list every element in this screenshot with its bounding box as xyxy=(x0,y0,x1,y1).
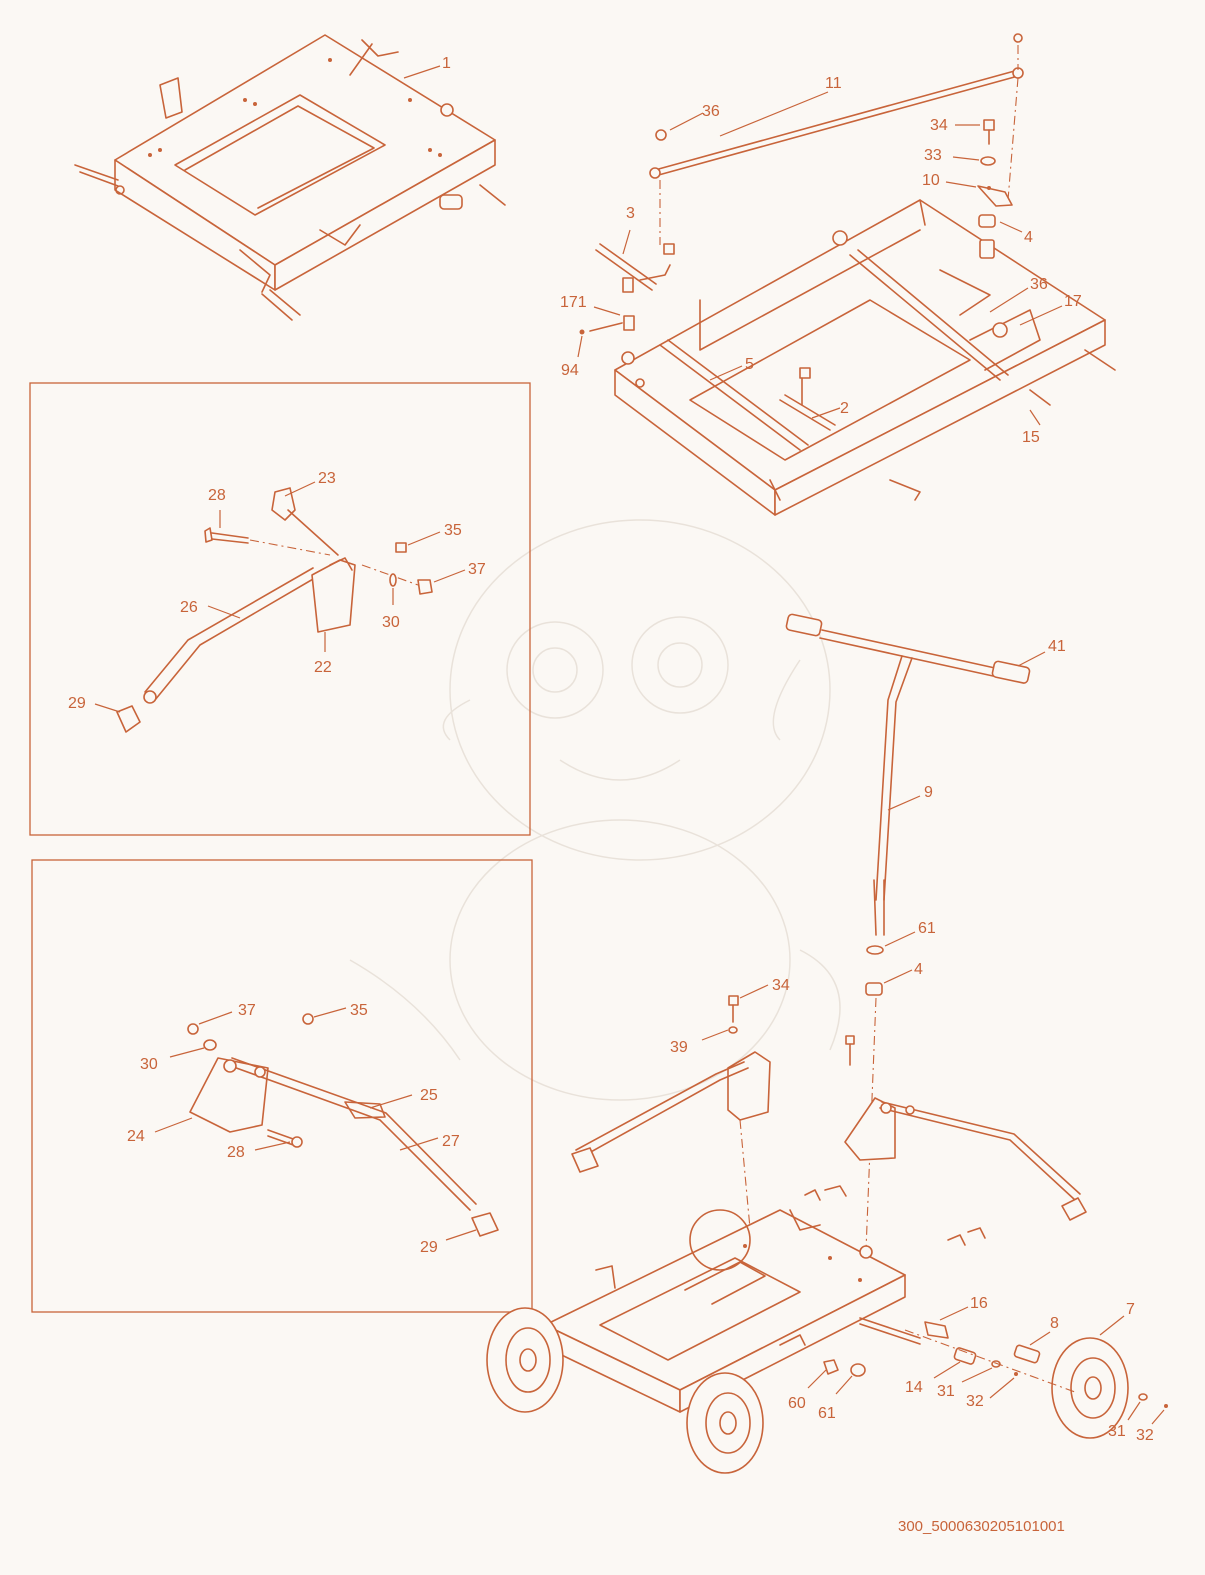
drawing-code: 300_5000630205101001 xyxy=(898,1518,1065,1535)
callout-35a: 35 xyxy=(444,522,462,539)
callout-23: 23 xyxy=(318,470,336,487)
callout-3: 3 xyxy=(626,205,635,222)
callout-60: 60 xyxy=(788,1395,806,1412)
callout-28a: 28 xyxy=(208,487,226,504)
callout-4b: 4 xyxy=(914,961,923,978)
callout-1: 1 xyxy=(442,55,451,72)
callout-2: 2 xyxy=(840,400,849,417)
rod-part-11 xyxy=(649,33,1024,245)
callout-15: 15 xyxy=(1022,429,1040,446)
callout-39: 39 xyxy=(670,1039,688,1056)
callout-94: 94 xyxy=(561,362,579,379)
callout-5: 5 xyxy=(745,356,754,373)
callout-26: 26 xyxy=(180,599,198,616)
pedal-assembly-lower xyxy=(187,1013,499,1237)
callout-37a: 37 xyxy=(468,561,486,578)
callout-25: 25 xyxy=(420,1087,438,1104)
callout-35b: 35 xyxy=(350,1002,368,1019)
callout-41: 41 xyxy=(1048,638,1066,655)
callout-36a: 36 xyxy=(702,103,720,120)
pedal-pair-lower-right xyxy=(571,995,1087,1251)
callout-27: 27 xyxy=(442,1133,460,1150)
callout-37b: 37 xyxy=(238,1002,256,1019)
callout-14: 14 xyxy=(905,1379,923,1396)
callout-8: 8 xyxy=(1050,1315,1059,1332)
callout-33: 33 xyxy=(924,147,942,164)
callout-7: 7 xyxy=(1126,1301,1135,1318)
callout-171: 171 xyxy=(560,294,587,311)
callout-61b: 61 xyxy=(818,1405,836,1422)
callout-22: 22 xyxy=(314,659,332,676)
callout-32a: 32 xyxy=(966,1393,984,1410)
frame-assembly-top-right xyxy=(614,199,1116,516)
inset-box-upper xyxy=(29,382,531,836)
callout-9: 9 xyxy=(924,784,933,801)
callout-32b: 32 xyxy=(1136,1427,1154,1444)
callout-61a: 61 xyxy=(918,920,936,937)
fastener-stack-34-33-10-4 xyxy=(977,119,1013,259)
callout-34a: 34 xyxy=(930,117,948,134)
callout-24: 24 xyxy=(127,1128,145,1145)
callout-29b: 29 xyxy=(420,1239,438,1256)
callout-31b: 31 xyxy=(1108,1423,1126,1440)
watermark-mascot xyxy=(349,519,841,1101)
callout-34b: 34 xyxy=(772,977,790,994)
callout-29a: 29 xyxy=(68,695,86,712)
callout-4a: 4 xyxy=(1024,229,1033,246)
callout-30a: 30 xyxy=(382,614,400,631)
callout-31a: 31 xyxy=(937,1383,955,1400)
callout-11: 11 xyxy=(825,75,842,92)
callout-36b: 36 xyxy=(1030,276,1048,293)
callout-17: 17 xyxy=(1064,293,1082,310)
lever-part-3 xyxy=(579,243,836,431)
frame-with-wheels xyxy=(486,1209,1168,1474)
frame-part-1 xyxy=(74,34,506,321)
callout-16: 16 xyxy=(970,1295,988,1312)
callout-10: 10 xyxy=(922,172,940,189)
callout-30b: 30 xyxy=(140,1056,158,1073)
pedal-assembly-upper xyxy=(116,487,433,733)
handle-part-9 xyxy=(785,613,1031,1251)
inset-box-lower xyxy=(31,859,533,1313)
callout-28b: 28 xyxy=(227,1144,245,1161)
